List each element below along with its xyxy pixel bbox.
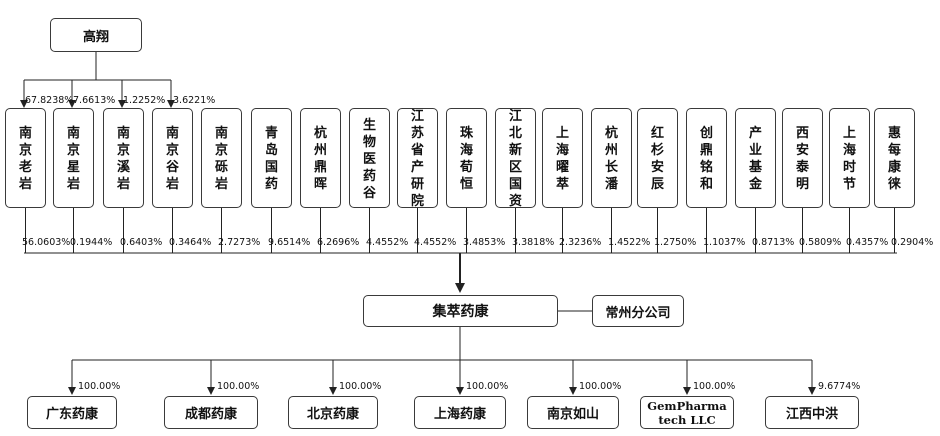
- shareholder-name: 江苏省产研院: [410, 109, 424, 209]
- subsidiary-pct: 9.6774%: [818, 381, 861, 392]
- subsidiary-box: 上海药康: [414, 396, 506, 429]
- shareholder-box: 南京溪岩: [103, 108, 144, 208]
- shareholder-name: 青岛国药: [264, 126, 278, 192]
- branch-box: 常州分公司: [592, 295, 684, 327]
- shareholder-name: 南京砾岩: [214, 126, 228, 192]
- subsidiary-box: 江西中洪: [765, 396, 859, 429]
- shareholder-box: 产业基金: [735, 108, 776, 208]
- shareholder-name: 杭州鼎晖: [313, 126, 327, 192]
- holding-pct-4: 3.6221%: [173, 95, 216, 106]
- shareholder-box: 南京谷岩: [152, 108, 193, 208]
- shareholder-box: 青岛国药: [251, 108, 292, 208]
- subsidiary-name: GemPharma tech LLC: [647, 398, 727, 427]
- shareholder-name: 创鼎铭和: [699, 126, 713, 192]
- shareholder-pct: 0.3464%: [169, 237, 212, 248]
- holding-pct-1: 67.8238%: [25, 95, 74, 106]
- shareholder-box: 江北新区国资: [495, 108, 536, 209]
- shareholder-pct: 0.2904%: [891, 237, 934, 248]
- shareholder-box: 杭州鼎晖: [300, 108, 341, 208]
- shareholder-pct: 2.7273%: [218, 237, 261, 248]
- holding-pct-2: 7.6613%: [73, 95, 116, 106]
- shareholder-pct: 6.2696%: [317, 237, 360, 248]
- shareholder-pct: 1.2750%: [654, 237, 697, 248]
- shareholder-box: 南京老岩: [5, 108, 46, 208]
- subsidiary-pct: 100.00%: [579, 381, 622, 392]
- subsidiary-box: 北京药康: [288, 396, 378, 429]
- branch-name: 常州分公司: [605, 305, 671, 321]
- shareholder-name: 南京老岩: [18, 126, 32, 192]
- shareholder-name: 上海曜萃: [555, 126, 569, 192]
- person-name: 高翔: [82, 29, 109, 45]
- shareholder-box: 惠每康徕: [874, 108, 915, 208]
- subsidiary-pct: 100.00%: [466, 381, 509, 392]
- shareholder-pct: 0.5809%: [799, 237, 842, 248]
- subsidiary-name: 南京如山: [546, 407, 599, 422]
- subsidiary-box: 广东药康: [27, 396, 117, 429]
- shareholder-box: 创鼎铭和: [686, 108, 727, 208]
- shareholder-box: 上海曜萃: [542, 108, 583, 208]
- shareholder-name: 江北新区国资: [508, 109, 522, 209]
- subsidiary-pct: 100.00%: [693, 381, 736, 392]
- subsidiary-box: 成都药康: [164, 396, 258, 429]
- shareholder-box: 生物医药谷: [349, 108, 390, 208]
- shareholder-name: 珠海荀恒: [459, 126, 473, 192]
- holding-pct-3: 1.2252%: [123, 95, 166, 106]
- shareholder-box: 红杉安辰: [637, 108, 678, 208]
- company-name: 集萃药康: [432, 304, 489, 320]
- subsidiary-name: 北京药康: [306, 407, 359, 422]
- shareholder-pct: 4.4552%: [414, 237, 457, 248]
- shareholder-name: 红杉安辰: [650, 126, 664, 192]
- subsidiary-box: GemPharma tech LLC: [640, 396, 734, 429]
- shareholder-name: 杭州长潘: [604, 126, 618, 192]
- shareholder-box: 西安泰明: [782, 108, 823, 208]
- shareholder-pct: 1.4522%: [608, 237, 651, 248]
- shareholder-name: 西安泰明: [795, 126, 809, 192]
- shareholder-pct: 56.0603%: [22, 237, 71, 248]
- subsidiary-name: 上海药康: [433, 407, 486, 422]
- subsidiary-pct: 100.00%: [217, 381, 260, 392]
- shareholder-name: 产业基金: [748, 126, 762, 192]
- shareholder-pct: 3.4853%: [463, 237, 506, 248]
- person-box-gaoxiang: 高翔: [50, 18, 142, 52]
- shareholder-name: 南京溪岩: [116, 126, 130, 192]
- shareholder-pct: 3.3818%: [512, 237, 555, 248]
- subsidiary-name: 广东药康: [45, 407, 98, 422]
- shareholder-box: 南京星岩: [53, 108, 94, 208]
- subsidiary-name: 成都药康: [184, 407, 237, 422]
- subsidiary-box: 南京如山: [527, 396, 619, 429]
- shareholder-pct: 0.8713%: [752, 237, 795, 248]
- subsidiary-pct: 100.00%: [339, 381, 382, 392]
- shareholder-box: 杭州长潘: [591, 108, 632, 208]
- subsidiary-name: 江西中洪: [785, 407, 838, 422]
- shareholder-pct: 0.4357%: [846, 237, 889, 248]
- shareholder-box: 珠海荀恒: [446, 108, 487, 208]
- shareholder-pct: 2.3236%: [559, 237, 602, 248]
- shareholder-pct: 0.1944%: [70, 237, 113, 248]
- shareholder-pct: 9.6514%: [268, 237, 311, 248]
- shareholder-pct: 1.1037%: [703, 237, 746, 248]
- shareholder-name: 惠每康徕: [887, 126, 901, 192]
- shareholder-pct: 4.4552%: [366, 237, 409, 248]
- shareholder-name: 生物医药谷: [362, 117, 376, 201]
- company-box: 集萃药康: [363, 295, 558, 327]
- shareholder-box: 南京砾岩: [201, 108, 242, 208]
- shareholder-box: 上海时节: [829, 108, 870, 208]
- shareholder-name: 南京谷岩: [165, 126, 179, 192]
- shareholder-name: 上海时节: [842, 126, 856, 192]
- shareholder-pct: 0.6403%: [120, 237, 163, 248]
- shareholder-name: 南京星岩: [66, 126, 80, 192]
- subsidiary-pct: 100.00%: [78, 381, 121, 392]
- shareholder-box: 江苏省产研院: [397, 108, 438, 209]
